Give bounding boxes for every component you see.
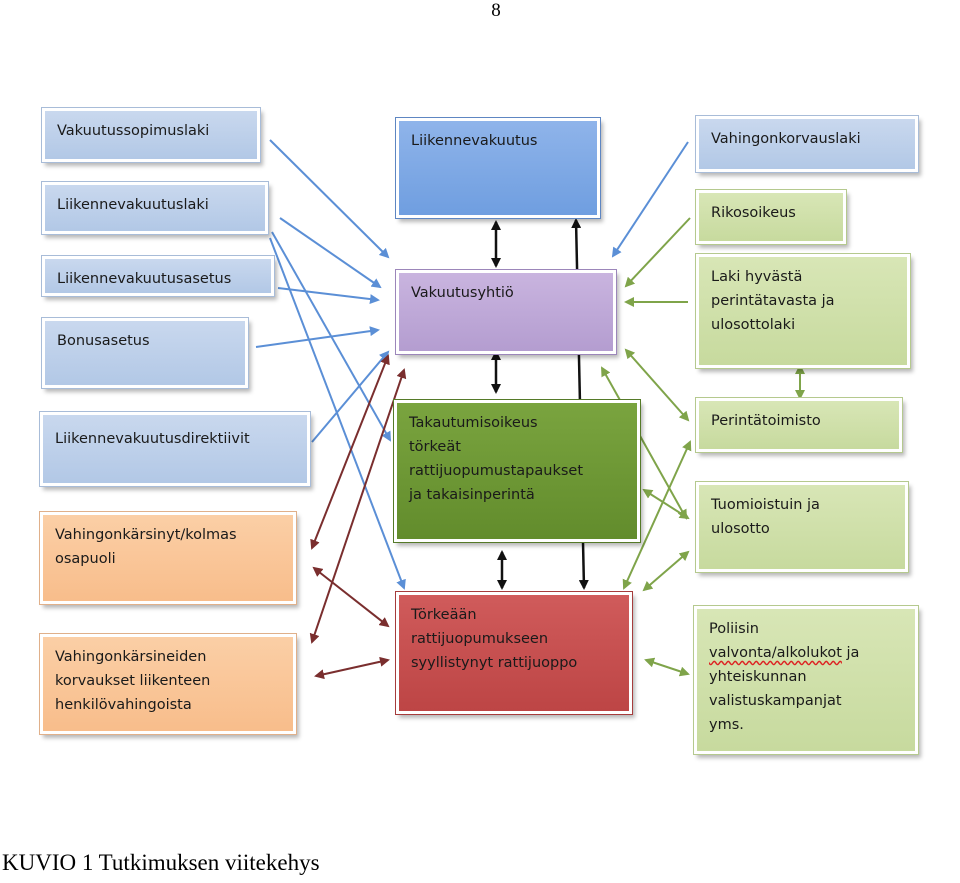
box-rikosoikeus: Rikosoikeus [695, 189, 847, 245]
box-tuomioistuin: Tuomioistuin ja ulosotto [695, 481, 909, 573]
figure-caption: KUVIO 1 Tutkimuksen viitekehys [2, 850, 320, 875]
box-bonusasetus: Bonusasetus [41, 317, 249, 389]
box-torkeaan: Törkeään rattijuopumukseen syyllistynyt … [395, 591, 633, 715]
arrow-liikennevakuutuslaki-vak [279, 217, 382, 289]
arrow-korvaukset-vak [309, 368, 407, 644]
box-liikennevakuutus: Liikennevakuutus [395, 117, 601, 219]
box-liikennevakuutusdirektiivit: Liikennevakuutusdirektiivit [39, 411, 311, 487]
arrow-vahingonkarsinyt-tor [312, 566, 390, 628]
box-laki-hyvasta: Laki hyvästä perintätavasta ja ulosottol… [695, 253, 911, 369]
box-vahingonkarsinyt: Vahingonkärsinyt/kolmas osapuoli [39, 511, 297, 605]
box-vakuutusyhtio: Vakuutusyhtiö [395, 269, 617, 355]
box-liikennevakuutuslaki: Liikennevakuutuslaki [41, 181, 269, 235]
box-korvaukset: Vahingonkärsineiden korvaukset liikentee… [39, 633, 297, 735]
box-vakuutussopimuslaki: Vakuutussopimuslaki [41, 107, 261, 163]
arrow-rikosoikeus [624, 217, 691, 288]
arrow-korvaukset-tor [314, 656, 390, 680]
arrow-perintatoimisto-tor [622, 440, 692, 590]
arrow-vahingonkorvauslaki [611, 141, 689, 258]
page-number: 8 [491, 0, 501, 21]
box-liikennevakuutusasetus: Liikennevakuutusasetus [41, 255, 275, 297]
arrow-liikennevakuutusasetus [277, 287, 380, 305]
box-vahingonkorvauslaki: Vahingonkorvauslaki [695, 115, 919, 173]
arrow-direktiivit [311, 350, 390, 443]
arrow-poliisin-tor [644, 657, 690, 677]
box-perintatoimisto: Perintätoimisto [695, 397, 903, 453]
arrow-vakuutussopimuslaki [269, 139, 390, 259]
box-takautumisoikeus: Takautumisoikeus törkeät rattijuopumusta… [393, 399, 641, 543]
arrow-bonusasetus [255, 326, 380, 348]
arrow-tuomioistuin-tor [642, 550, 690, 592]
